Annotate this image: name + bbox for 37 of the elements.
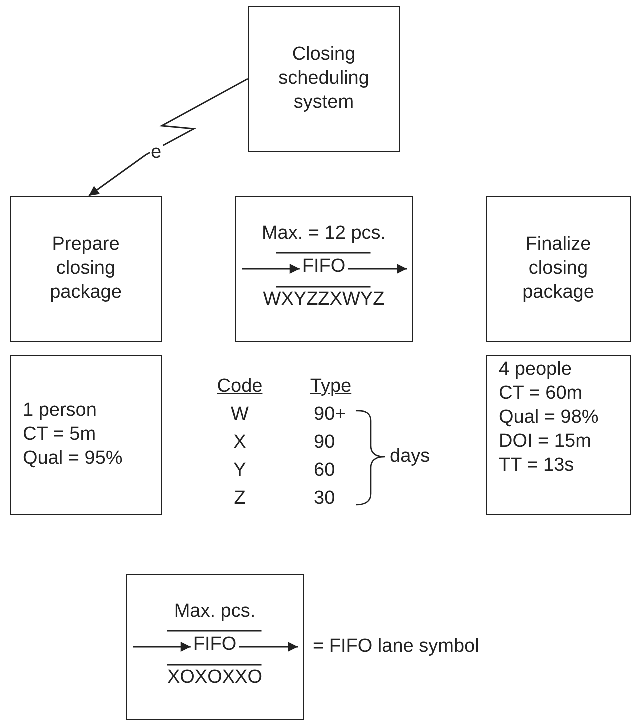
sequence-text: WXYZZXWYZ	[263, 289, 385, 311]
fifo-text: FIFO	[302, 256, 346, 278]
node-text: Qual = 95%	[23, 447, 123, 471]
node-text: Finalize closing package	[522, 233, 596, 305]
column-header: Type	[310, 376, 352, 398]
node-text: Closing scheduling system	[278, 43, 370, 115]
process-box	[10, 196, 162, 342]
node-text: Qual = 98%	[499, 406, 599, 430]
node-text: CT = 5m	[23, 423, 96, 447]
node-text: 1 person	[23, 399, 97, 423]
node-text: TT = 13s	[499, 454, 574, 478]
type-text: 30	[314, 488, 336, 510]
code-text: Z	[234, 488, 246, 510]
fifo-text: FIFO	[193, 634, 237, 656]
data-box	[486, 355, 631, 515]
type-text: 90+	[314, 404, 346, 426]
code-text: X	[234, 432, 246, 454]
fifo-lane-box	[126, 574, 304, 720]
electronic-flow-arrow	[88, 78, 248, 197]
symbol-caption: = FIFO lane symbol	[313, 636, 480, 658]
type-text: 60	[314, 460, 336, 482]
capacity-text: Max. pcs.	[174, 601, 256, 623]
code-text: Y	[234, 460, 246, 482]
fifo-lane-box	[235, 196, 413, 342]
unit-text: days	[390, 446, 430, 468]
system-box	[248, 6, 400, 152]
type-text: 90	[314, 432, 336, 454]
node-text: DOI = 15m	[499, 430, 592, 454]
capacity-text: Max. = 12 pcs.	[262, 223, 386, 245]
column-header: Code	[217, 376, 263, 398]
node-text: CT = 60m	[499, 382, 583, 406]
process-box	[486, 196, 631, 342]
node-text: Prepare closing package	[49, 233, 123, 305]
sequence-text: XOXOXXO	[167, 667, 263, 689]
node-text: 4 people	[499, 358, 572, 382]
data-box	[10, 355, 162, 515]
code-text: W	[231, 404, 249, 426]
